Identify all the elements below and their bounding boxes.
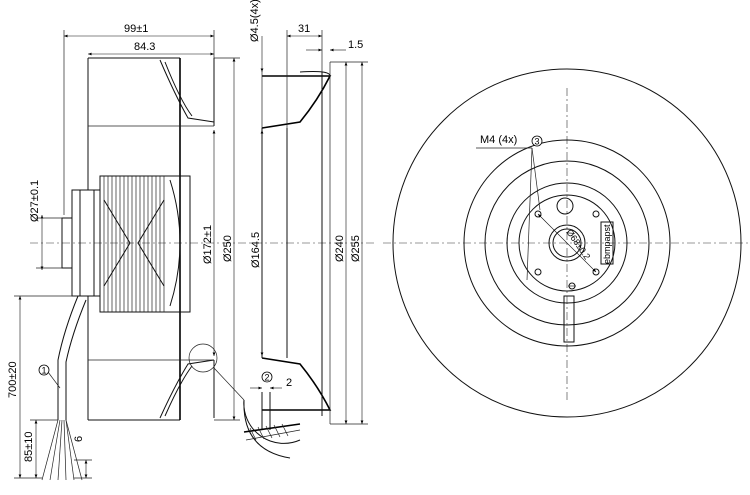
dim-rotor-depth: 84.3 [134, 41, 155, 53]
dim-ring-inner-dia: Ø240 [334, 235, 346, 262]
thread-label: M4 (4x) [480, 134, 517, 146]
front-labels: M4 (4x) Ø68±0.2 [480, 134, 592, 261]
front-view [383, 68, 750, 418]
brand-label: ebmpapst [600, 221, 614, 265]
dimension-lines [14, 30, 368, 479]
dim-hub-dia: Ø172±1 [202, 225, 214, 264]
detail-view [243, 386, 301, 459]
dim-ring-width: 31 [298, 23, 310, 35]
dim-motor-dia: Ø27±0.1 [29, 180, 41, 222]
balloon-1: 1 [38, 364, 50, 376]
dim-cable-length: 700±20 [7, 361, 19, 398]
svg-text:3: 3 [535, 137, 540, 147]
dim-ring-outer-dia: Ø255 [350, 235, 362, 262]
svg-text:1: 1 [42, 366, 47, 376]
dim-mount-hole: Ø4.5(4x) [249, 0, 261, 42]
svg-text:2: 2 [265, 373, 270, 383]
dim-overall-depth: 99±1 [124, 23, 148, 35]
balloon-3: 3 [531, 135, 543, 147]
balloon-2: 2 [261, 371, 273, 383]
dim-detail-gap: 2 [286, 377, 292, 389]
dim-strip-length: 85±10 [23, 431, 35, 462]
brand-label-text: ebmpapst [602, 224, 612, 264]
dim-inlet-dia: Ø164.5 [250, 232, 262, 268]
stator-fins [103, 176, 165, 312]
dim-ring-gap: 1.5 [348, 39, 363, 51]
dim-lead-strip: 6 [73, 436, 85, 442]
dim-impeller-dia: Ø250 [222, 235, 234, 262]
side-view [30, 57, 375, 481]
dimension-labels: 99±1 84.3 Ø4.5(4x) 31 1.5 Ø172±1 Ø250 Ø1… [7, 0, 363, 462]
cable-leads [41, 419, 83, 481]
